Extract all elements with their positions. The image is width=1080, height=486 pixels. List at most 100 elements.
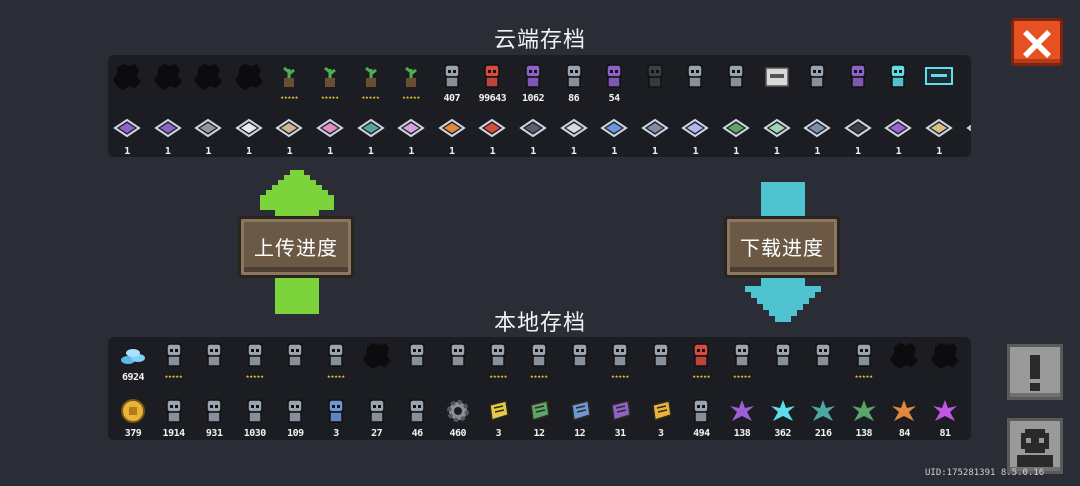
item-count: 1 xyxy=(246,146,252,157)
item-count: 138 xyxy=(733,428,751,439)
item-count: 1 xyxy=(530,146,536,157)
cloud-item-slot xyxy=(189,58,227,118)
item-count: 494 xyxy=(693,428,710,439)
item-count: 1 xyxy=(367,146,374,157)
assassin-icon xyxy=(287,343,304,367)
light-tile-icon xyxy=(559,118,588,138)
close-icon xyxy=(1023,30,1051,58)
cloud-item-slot xyxy=(879,58,917,118)
yellow-scroll-icon xyxy=(489,400,510,421)
cabinet-plant-icon xyxy=(283,66,296,87)
local-material-slot: 138 xyxy=(723,393,761,440)
cloud-save-title: 云端存档 xyxy=(493,28,586,53)
meat-icon xyxy=(247,399,263,423)
partial-tile-icon xyxy=(965,124,971,132)
cloud-skin-slot: 1 xyxy=(108,111,146,157)
werewolf-icon xyxy=(531,343,547,367)
star-rating: ★★★★★ xyxy=(692,373,711,380)
cloud-item-slot xyxy=(798,58,836,118)
cloud-skin-slot: 1 xyxy=(798,111,836,157)
item-count: 99643 xyxy=(478,93,507,104)
item-count: 1 xyxy=(855,146,861,157)
cloud-skin-slot: 1 xyxy=(352,111,390,157)
purple-scroll-icon xyxy=(611,400,632,421)
mint-tile-icon xyxy=(762,118,791,138)
cloud-item-slot: 407 xyxy=(433,58,471,118)
red-gem-icon xyxy=(484,64,501,88)
cloud-skin-slot: 1 xyxy=(920,111,958,157)
item-count: 54 xyxy=(608,93,621,104)
item-count: 6924 xyxy=(121,372,145,383)
local-material-slot: 3 xyxy=(479,393,517,440)
star-rating: ★★★★★ xyxy=(854,373,873,380)
cloud-item-slot xyxy=(676,58,714,118)
download-progress-button[interactable]: 下载进度 xyxy=(724,216,840,278)
item-count: 12 xyxy=(533,428,545,439)
cloud-skin-slot: 1 xyxy=(717,111,755,157)
tap-box-icon xyxy=(764,67,789,87)
item-count: 1 xyxy=(124,146,130,157)
soldier-icon xyxy=(774,343,791,367)
cloud-item-slot: ★★★★★ xyxy=(270,58,308,118)
star-rating: ★★★★★ xyxy=(732,373,752,380)
local-material-slot: 3 xyxy=(642,393,680,440)
avatar-icon xyxy=(1017,429,1053,467)
local-character-slot xyxy=(764,337,802,397)
cloud-skin-slot: 1 xyxy=(514,111,552,157)
cloud-skin-slot: 1 xyxy=(311,111,349,157)
shovel-plant-icon xyxy=(324,66,336,87)
item-count: 379 xyxy=(124,428,142,439)
local-material-slot: 12 xyxy=(561,393,599,440)
star-rating: ★★★★★ xyxy=(402,94,421,101)
purple-fire-icon xyxy=(850,64,866,88)
local-material-slot: 379 xyxy=(114,393,152,440)
witch-icon xyxy=(247,343,263,367)
notice-button[interactable] xyxy=(1007,344,1063,400)
cloud-item-slot xyxy=(839,58,877,118)
item-count: 1 xyxy=(652,146,658,157)
cyan-cat-icon xyxy=(890,64,907,88)
violet-crystal-icon xyxy=(730,400,754,421)
star-rating: ★★★★★ xyxy=(529,373,549,380)
cloud-skin-slot: 1 xyxy=(270,111,308,157)
silhouette-icon xyxy=(931,343,959,369)
cloud-item-slot: ★★★★★ xyxy=(352,58,390,118)
cloud-skin-slot: 1 xyxy=(758,111,796,157)
teal-tile-icon xyxy=(356,118,385,138)
local-material-slot: 109 xyxy=(276,393,314,440)
gold-coin-icon xyxy=(121,399,145,423)
cloud-item-slot xyxy=(920,58,958,118)
local-material-slot: 27 xyxy=(358,393,396,440)
star-rating: ★★★★★ xyxy=(326,373,346,380)
star-rating: ★★★★★ xyxy=(164,373,183,380)
robot-icon xyxy=(328,343,344,367)
local-material-slot: 3 xyxy=(317,393,355,440)
profile-button[interactable] xyxy=(1007,418,1063,474)
rogue-icon xyxy=(206,343,222,367)
item-count: 81 xyxy=(939,428,951,439)
item-count: 1 xyxy=(205,146,211,157)
cloud-skin-slot: 1 xyxy=(230,111,268,157)
arrow-icon xyxy=(409,399,425,423)
cloud-item-slot xyxy=(961,58,971,118)
star-rating: ★★★★★ xyxy=(611,373,630,380)
close-button[interactable] xyxy=(1011,18,1063,66)
item-count: 1 xyxy=(733,146,739,157)
purple-tile-icon xyxy=(153,118,182,138)
monitor-icon xyxy=(925,67,953,85)
local-character-slot xyxy=(398,337,436,397)
item-count: 3 xyxy=(333,428,339,439)
local-character-slot xyxy=(439,337,477,397)
cloud-item-slot xyxy=(108,58,146,118)
cloud-skin-slot: 1 xyxy=(879,111,917,157)
blue-tile-icon xyxy=(600,118,628,138)
local-material-slot: 1030 xyxy=(236,393,274,440)
item-count: 1 xyxy=(327,146,333,157)
silhouette-icon xyxy=(153,64,182,90)
item-count: 109 xyxy=(287,428,304,439)
gray-tile-icon xyxy=(194,118,222,138)
silhouette-icon xyxy=(234,64,263,90)
item-count: 1 xyxy=(489,146,496,157)
upload-progress-button[interactable]: 上传进度 xyxy=(238,216,354,278)
gold-scroll-icon xyxy=(651,400,672,421)
